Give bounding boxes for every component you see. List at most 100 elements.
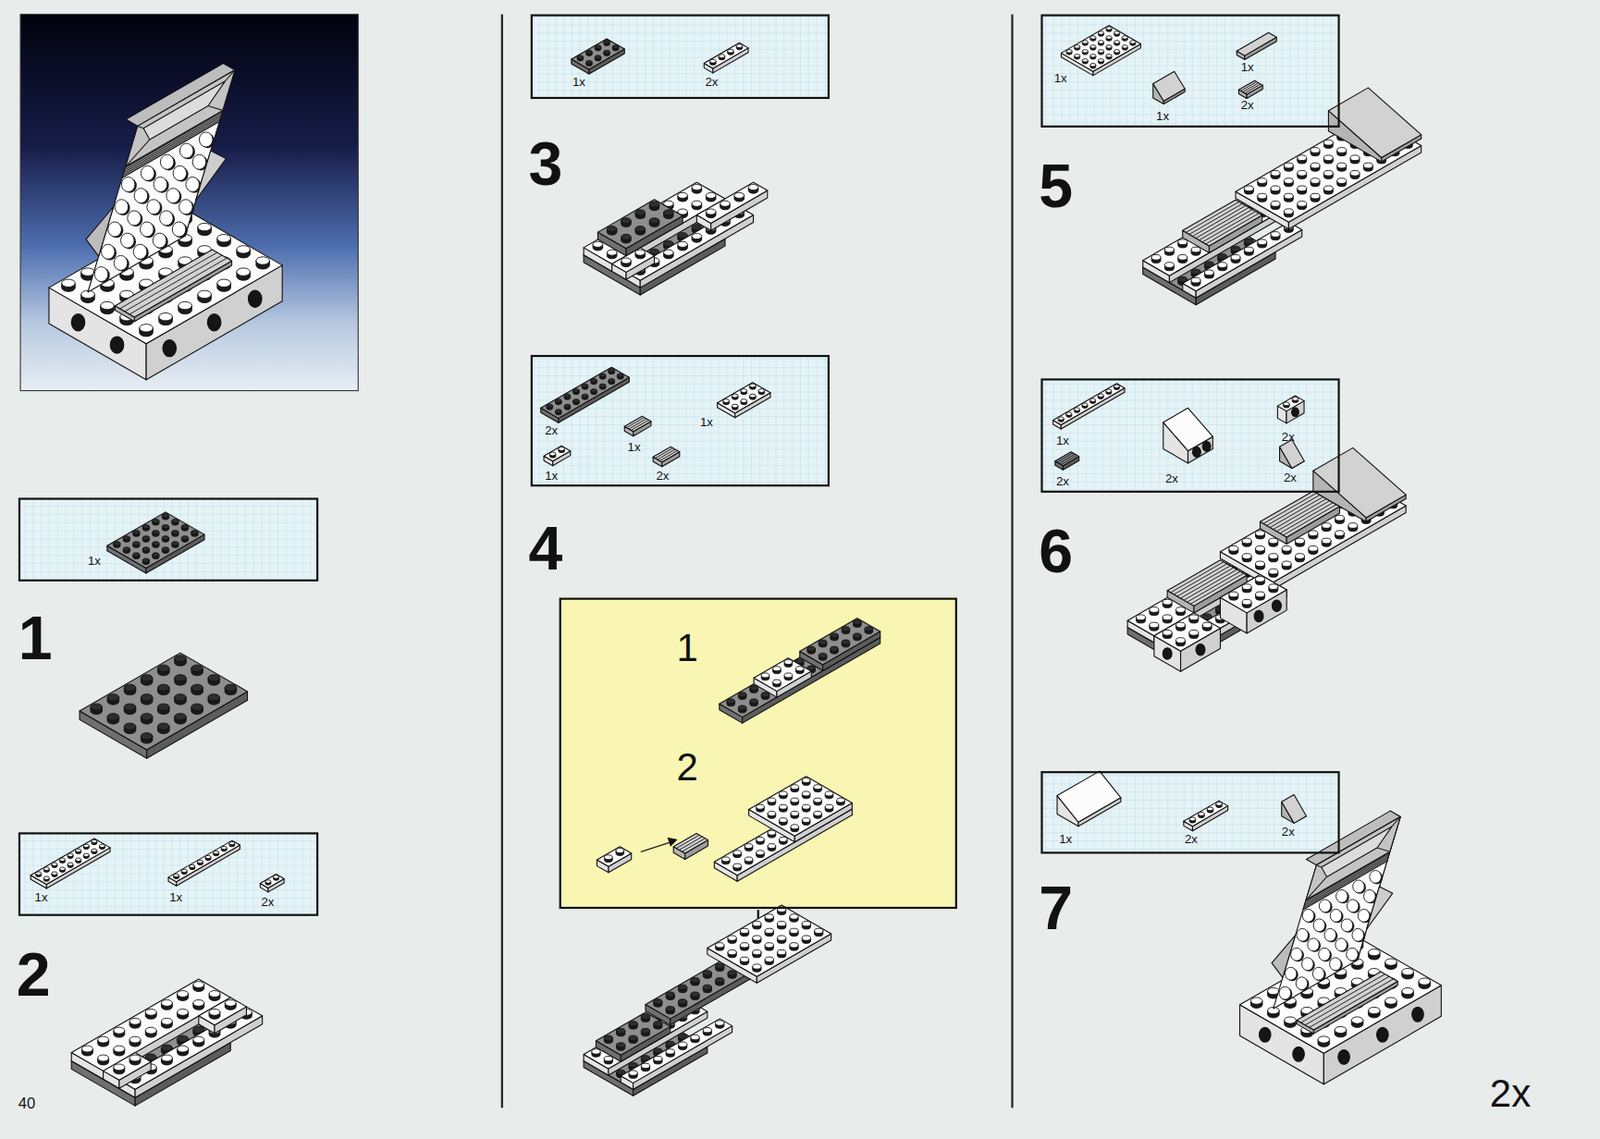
pin-hole	[1202, 441, 1211, 452]
brick-face	[670, 933, 820, 1026]
stud	[1082, 403, 1088, 407]
stud	[142, 547, 149, 552]
stud	[653, 999, 663, 1005]
stud	[813, 785, 823, 790]
stud	[1318, 899, 1331, 913]
stud	[727, 971, 737, 976]
stud	[702, 984, 712, 990]
stud	[801, 791, 811, 797]
grille-line	[1206, 213, 1259, 245]
stud	[1367, 1007, 1380, 1014]
brick-face	[749, 776, 853, 837]
stud	[1321, 523, 1331, 530]
brick-face	[1055, 452, 1080, 467]
stud	[738, 705, 747, 711]
stud	[603, 49, 611, 54]
brick-face	[1060, 388, 1125, 430]
grey-slope	[1321, 826, 1392, 878]
grille-line	[1244, 84, 1261, 94]
stud	[1189, 817, 1196, 822]
stud	[145, 1009, 157, 1016]
stud	[127, 210, 142, 226]
stud	[133, 553, 140, 557]
stud	[555, 409, 563, 414]
brick-face	[640, 215, 753, 289]
stud	[640, 1063, 650, 1069]
grille-line	[1192, 205, 1245, 236]
stud	[715, 963, 725, 969]
stud	[824, 804, 834, 810]
substep-number: 2	[676, 748, 699, 788]
stud	[1130, 40, 1136, 44]
stud	[1255, 545, 1266, 552]
stud	[836, 798, 846, 803]
stud	[784, 673, 793, 678]
grille-line	[1263, 492, 1317, 524]
stud	[1313, 919, 1326, 933]
stud	[818, 640, 827, 645]
parts-panel: 1x1x2x	[18, 832, 319, 916]
stud	[1242, 538, 1252, 544]
stud	[174, 655, 187, 663]
stud	[665, 1049, 675, 1055]
brick-face	[168, 840, 240, 883]
stud	[558, 447, 566, 452]
slope-face	[1153, 71, 1185, 101]
stud	[1257, 193, 1268, 199]
stud	[123, 723, 136, 730]
detail-line	[125, 139, 150, 167]
stud	[172, 165, 187, 181]
stud	[635, 249, 646, 256]
stud	[1279, 986, 1292, 1000]
grille-line	[1283, 504, 1337, 536]
stud	[1090, 398, 1096, 402]
stud	[1090, 36, 1096, 39]
grille-line	[1189, 203, 1243, 234]
stud	[60, 867, 66, 871]
stud	[1268, 568, 1279, 575]
grille-line	[1243, 83, 1259, 93]
stud	[731, 393, 739, 398]
stud	[209, 1009, 221, 1016]
stud	[864, 627, 874, 632]
stud	[664, 209, 675, 216]
stud	[1283, 162, 1293, 169]
brick-face	[673, 833, 708, 854]
stud	[1310, 162, 1320, 169]
grille-line	[1173, 564, 1227, 595]
stud	[158, 703, 171, 711]
stud	[1097, 49, 1104, 53]
stud	[1291, 947, 1304, 961]
stud	[181, 536, 188, 541]
stud	[1066, 49, 1072, 53]
stud	[764, 928, 774, 934]
stud	[173, 873, 180, 877]
brick-face	[1143, 198, 1276, 276]
stud	[603, 1056, 613, 1061]
stud	[1178, 239, 1188, 246]
stud	[590, 379, 598, 383]
brick-face	[624, 416, 652, 432]
wing-slope	[1366, 886, 1393, 930]
stud	[158, 664, 171, 672]
brick-face	[1154, 613, 1221, 652]
grille-line	[1280, 503, 1333, 534]
stud	[1357, 909, 1370, 923]
grille-line	[1177, 566, 1231, 597]
part-count: 1x	[700, 416, 714, 429]
stud	[752, 935, 762, 941]
stud	[739, 957, 749, 962]
stud	[764, 957, 774, 962]
stud	[152, 233, 167, 248]
stud	[1257, 239, 1268, 246]
part-count: 2x	[1283, 471, 1297, 484]
stud	[1114, 31, 1120, 35]
assembly-arrow	[640, 842, 670, 852]
stud	[1097, 59, 1104, 62]
slope-face	[1280, 440, 1305, 469]
stud	[178, 301, 193, 309]
grille-line	[676, 835, 700, 849]
stud	[603, 1035, 613, 1041]
stud	[1198, 812, 1206, 817]
pin-hole	[1258, 1027, 1271, 1043]
